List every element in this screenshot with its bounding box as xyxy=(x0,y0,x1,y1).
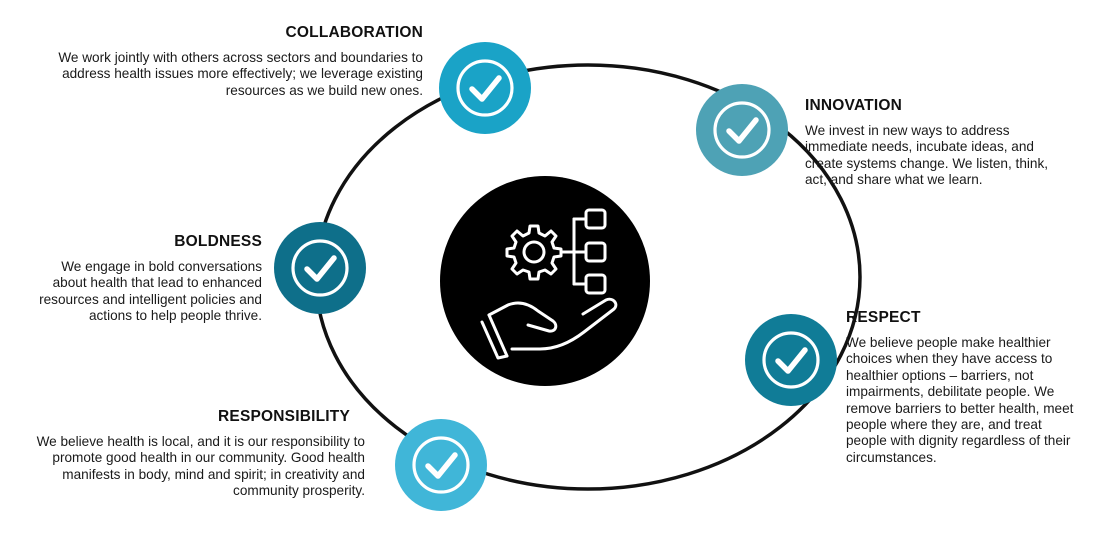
gear-hand-hierarchy-icon xyxy=(480,208,618,360)
collaboration-block: COLLABORATION We work jointly with other… xyxy=(40,24,423,99)
respect-badge-disc xyxy=(745,314,837,406)
boldness-block: BOLDNESS We engage in bold conversations… xyxy=(30,233,262,325)
respect-description: We believe people make healthier choices… xyxy=(846,335,1074,465)
check-circle-icon xyxy=(412,436,470,494)
checkmark-icon xyxy=(469,75,502,102)
respect-badge xyxy=(745,314,837,406)
checkmark-icon xyxy=(304,255,337,282)
boldness-badge xyxy=(274,222,366,314)
collaboration-badge-disc xyxy=(439,42,531,134)
boldness-title: BOLDNESS xyxy=(174,233,262,250)
boldness-description: We engage in bold conversations about he… xyxy=(39,259,262,324)
check-circle-icon xyxy=(456,59,514,117)
check-circle-icon xyxy=(762,331,820,389)
center-disc xyxy=(440,176,650,386)
respect-title: RESPECT xyxy=(846,309,921,326)
innovation-badge xyxy=(696,84,788,176)
hierarchy-icon xyxy=(559,208,607,295)
innovation-badge-disc xyxy=(696,84,788,176)
open-hand-icon xyxy=(480,297,618,360)
check-circle-icon xyxy=(713,101,771,159)
responsibility-badge xyxy=(395,419,487,511)
checkmark-icon xyxy=(726,117,759,144)
checkmark-icon xyxy=(775,347,808,374)
boldness-badge-disc xyxy=(274,222,366,314)
check-circle-icon xyxy=(291,239,349,297)
collaboration-badge xyxy=(439,42,531,134)
responsibility-title: RESPONSIBILITY xyxy=(218,408,350,425)
innovation-description: We invest in new ways to address immedia… xyxy=(805,123,1049,188)
innovation-block: INNOVATION We invest in new ways to addr… xyxy=(805,97,1067,189)
checkmark-icon xyxy=(425,452,458,479)
collaboration-description: We work jointly with others across secto… xyxy=(58,50,423,98)
responsibility-badge-disc xyxy=(395,419,487,511)
collaboration-title: COLLABORATION xyxy=(285,24,423,41)
gear-icon xyxy=(505,224,563,281)
respect-block: RESPECT We believe people make healthier… xyxy=(846,309,1074,466)
responsibility-description: We believe health is local, and it is ou… xyxy=(36,434,365,499)
innovation-title: INNOVATION xyxy=(805,97,903,114)
responsibility-block: RESPONSIBILITY We believe health is loca… xyxy=(20,408,365,500)
